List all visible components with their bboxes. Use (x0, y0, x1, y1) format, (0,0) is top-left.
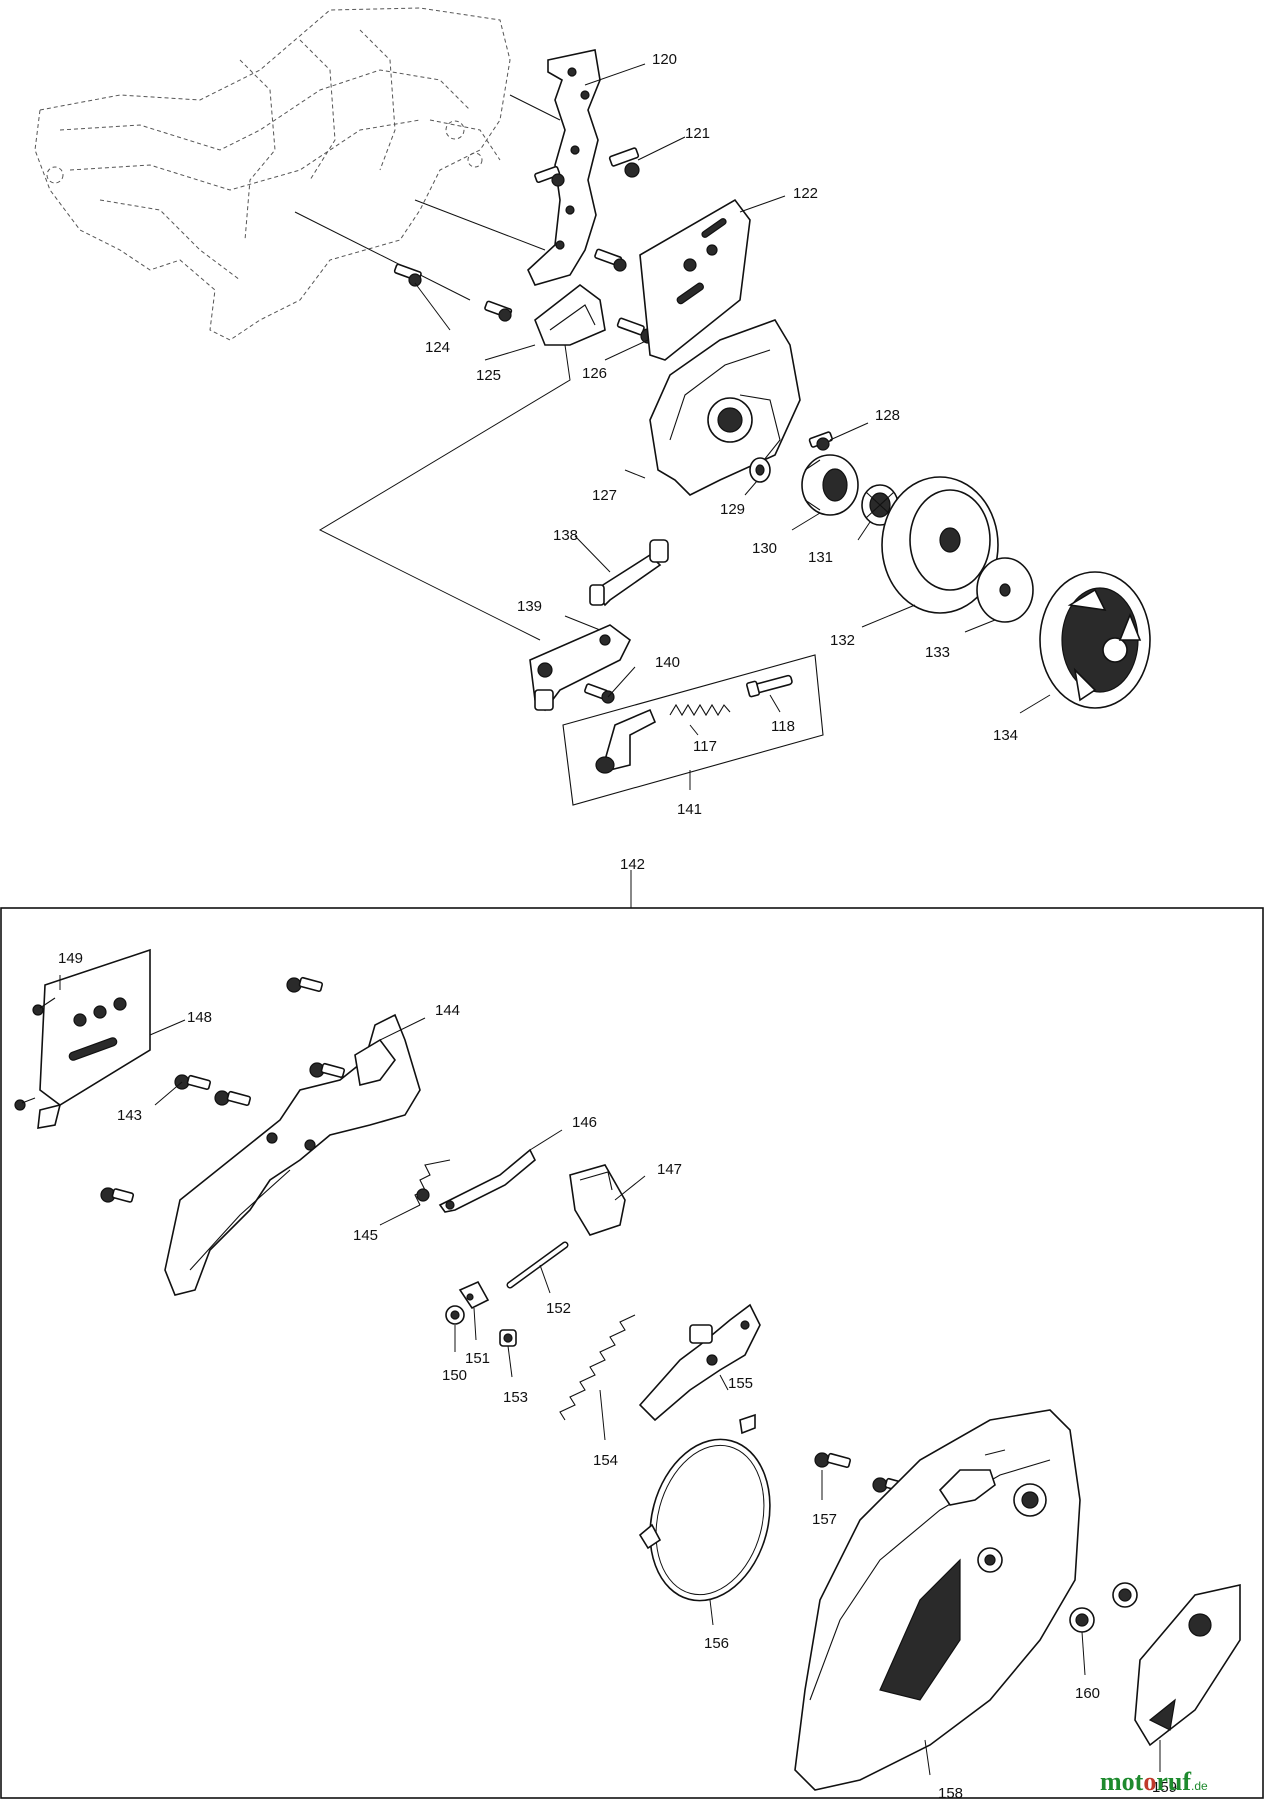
label-158: 158 (938, 1785, 963, 1800)
part-151-pin (458, 1280, 490, 1310)
engine-ghost-outline (34, 7, 511, 341)
part-141-kit-frame (562, 654, 824, 806)
part-127-clutch-guard (649, 319, 801, 496)
label-127: 127 (592, 487, 617, 504)
label-150: 150 (442, 1367, 467, 1384)
part-138-lever (589, 539, 669, 607)
label-145: 145 (353, 1227, 378, 1244)
label-124: 124 (425, 339, 450, 356)
part-134-clutch (1039, 571, 1151, 709)
part-144-brake-housing (164, 1013, 421, 1296)
part-118-pin (746, 674, 793, 698)
part-labels: 120 121 122 124 125 126 127 128 129 130 … (58, 51, 1177, 1800)
label-142: 142 (620, 856, 645, 873)
part-139-oil-pump (529, 624, 632, 712)
label-143: 143 (117, 1107, 142, 1124)
label-138: 138 (553, 527, 578, 544)
part-159-side-plate (1134, 1584, 1241, 1747)
part-125-chain-catcher (534, 283, 606, 346)
label-125: 125 (476, 367, 501, 384)
part-148-cover-plate (37, 948, 151, 1129)
label-126: 126 (582, 365, 607, 382)
label-157: 157 (812, 1511, 837, 1528)
label-129: 129 (720, 501, 745, 518)
part-143-bolt (100, 976, 346, 1203)
part-120-bar-plate (527, 49, 601, 286)
part-oil-hose (595, 708, 657, 774)
label-132: 132 (830, 632, 855, 649)
assembly-142-frame (0, 907, 1264, 1799)
label-160: 160 (1075, 1685, 1100, 1702)
part-131-needle-bearing (861, 484, 899, 526)
part-121-bolt (534, 147, 640, 187)
label-139: 139 (517, 598, 542, 615)
label-156: 156 (704, 1635, 729, 1652)
label-154: 154 (593, 1452, 618, 1469)
label-144: 144 (435, 1002, 460, 1019)
label-153: 153 (503, 1389, 528, 1406)
label-120: 120 (652, 51, 677, 68)
label-152: 152 (546, 1300, 571, 1317)
part-160-nut (1069, 1582, 1138, 1633)
label-128: 128 (875, 407, 900, 424)
part-129-washer (749, 457, 771, 483)
part-146-brake-lever (438, 1148, 536, 1213)
label-118: 118 (771, 718, 795, 735)
part-133-washer (976, 557, 1034, 623)
label-148: 148 (187, 1009, 212, 1026)
label-121: 121 (685, 125, 710, 142)
motoruf-watermark: motoruf.de (1100, 1767, 1208, 1796)
label-149: 149 (58, 950, 83, 967)
label-117: 117 (693, 738, 717, 755)
part-150-nut (445, 1305, 465, 1325)
part-152-rod (506, 1241, 569, 1289)
label-130: 130 (752, 540, 777, 557)
part-140-bolt (584, 683, 615, 704)
part-145-spring (414, 1159, 451, 1206)
part-154-spring (559, 1314, 636, 1421)
part-132-clutch-drum (881, 476, 999, 614)
label-155: 155 (728, 1375, 753, 1392)
label-146: 146 (572, 1114, 597, 1131)
label-159: 159 (1152, 1779, 1177, 1796)
label-151: 151 (465, 1350, 490, 1367)
part-149-screw (14, 997, 56, 1111)
part-122-bar-guide-plate (639, 198, 751, 361)
part-128-bolt (808, 431, 833, 451)
label-leaders (59, 63, 1161, 1776)
label-122: 122 (793, 185, 818, 202)
label-147: 147 (657, 1161, 682, 1178)
label-141: 141 (677, 801, 702, 818)
label-133: 133 (925, 644, 950, 661)
part-130-sprocket (801, 454, 859, 516)
assembly-lines (294, 94, 571, 641)
part-158-sprocket-cover (794, 1409, 1081, 1791)
part-153-bushing (499, 1329, 517, 1347)
label-140: 140 (655, 654, 680, 671)
part-117-spring (669, 703, 731, 717)
label-131: 131 (808, 549, 833, 566)
svg-text:motoruf.de: motoruf.de (1100, 1767, 1208, 1796)
part-156-brake-band (638, 1413, 771, 1602)
part-155-brake-mechanism (638, 1303, 761, 1422)
label-134: 134 (993, 727, 1018, 744)
part-bolt-group (393, 248, 656, 344)
part-147-cap (569, 1164, 626, 1236)
